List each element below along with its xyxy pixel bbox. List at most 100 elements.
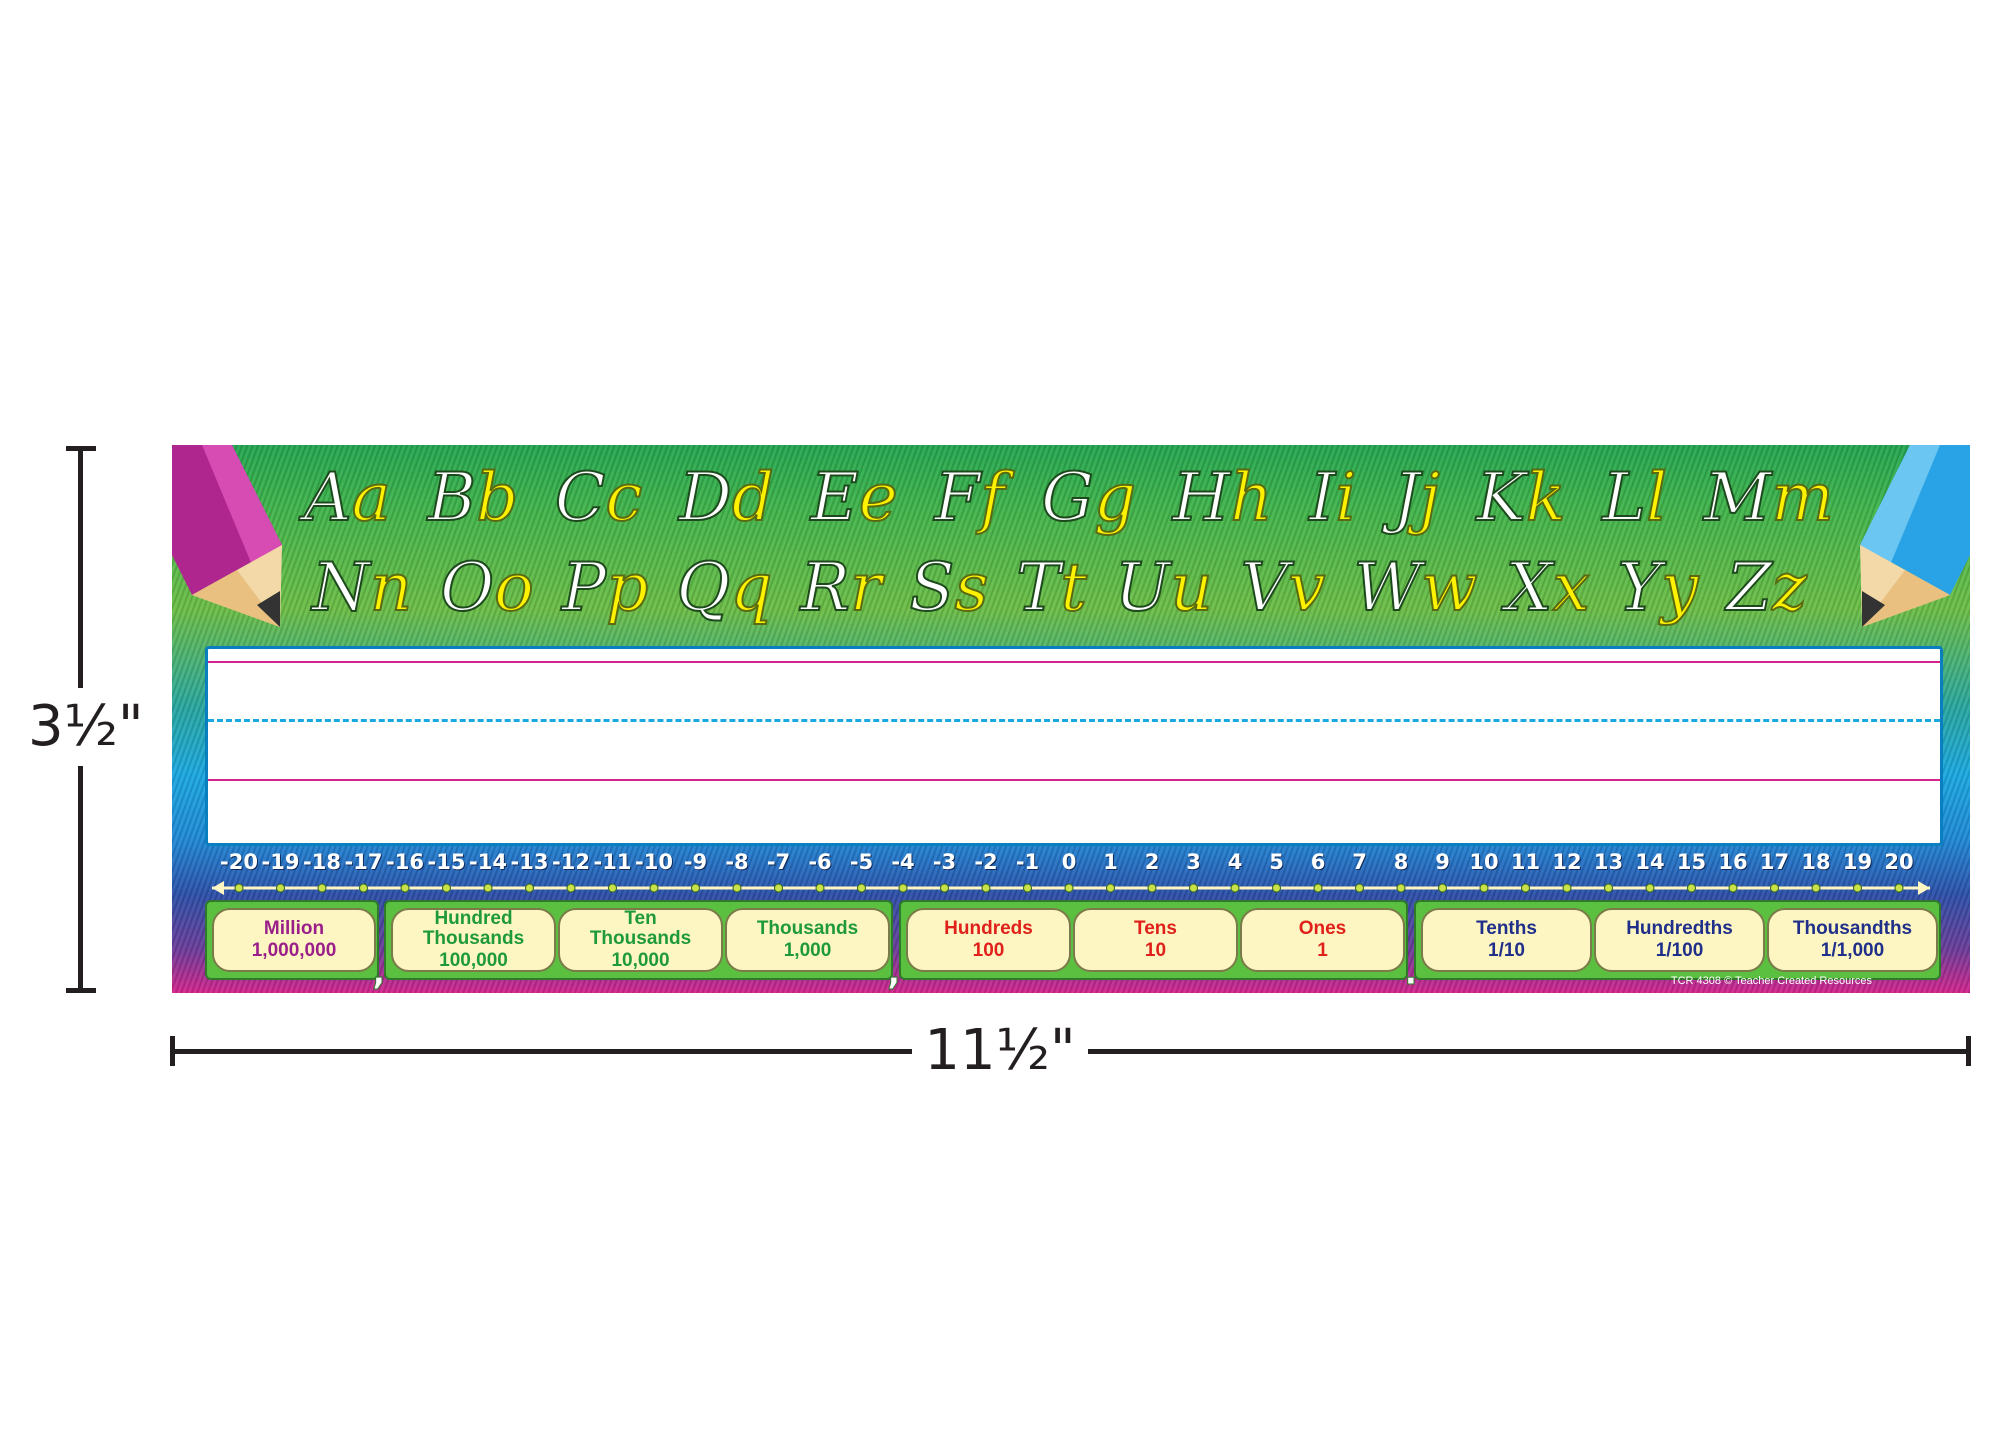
- lowercase-letter: n: [369, 549, 413, 626]
- guide-line-dashed: [208, 719, 1940, 722]
- number-line-tick: [1645, 883, 1655, 893]
- number-line-label: -19: [261, 850, 300, 874]
- number-line-tick: [1811, 883, 1821, 893]
- number-line-tick: [400, 883, 410, 893]
- number-line-label: -16: [386, 850, 424, 874]
- place-value-amount: 10: [1144, 940, 1167, 961]
- lowercase-letter: b: [475, 459, 519, 536]
- number-line-label: -11: [593, 850, 632, 874]
- number-line-tick: [815, 883, 825, 893]
- number-line-label: 12: [1552, 850, 1582, 874]
- decimal-point-separator: .: [1404, 952, 1419, 994]
- number-line-label: 7: [1352, 850, 1367, 874]
- number-line-tick: [1894, 883, 1904, 893]
- uppercase-letter: N: [311, 549, 371, 626]
- number-line-label: -15: [427, 850, 466, 874]
- uppercase-letter: Y: [1617, 549, 1663, 626]
- place-value-name: Hundredths: [1626, 918, 1733, 940]
- name-writing-area[interactable]: [205, 646, 1943, 846]
- width-dim-cap-right: [1966, 1036, 1971, 1066]
- number-line-tick: [1396, 883, 1406, 893]
- uppercase-letter: H: [1172, 459, 1232, 536]
- uppercase-letter: R: [799, 549, 851, 626]
- uppercase-letter: L: [1601, 459, 1647, 536]
- number-line-tick: [566, 883, 576, 893]
- lowercase-letter: h: [1229, 459, 1273, 536]
- number-line-label: 10: [1469, 850, 1499, 874]
- number-line-label: 18: [1801, 850, 1831, 874]
- number-line-label: 5: [1269, 850, 1284, 874]
- lowercase-letter: o: [493, 549, 535, 626]
- uppercase-letter: B: [427, 459, 477, 536]
- uppercase-letter: V: [1240, 549, 1290, 626]
- number-line: [212, 881, 1930, 895]
- number-line-tick: [1355, 883, 1364, 893]
- number-line-tick: [317, 883, 327, 893]
- comma-separator: ,: [372, 952, 387, 994]
- number-line-label: 13: [1593, 850, 1624, 874]
- uppercase-letter: O: [439, 549, 495, 626]
- number-line-tick: [442, 883, 451, 893]
- lowercase-letter: x: [1551, 549, 1590, 626]
- number-line-tick: [483, 883, 493, 893]
- uppercase-letter: T: [1015, 549, 1061, 626]
- uppercase-letter: K: [1475, 459, 1526, 536]
- uppercase-letter: A: [303, 459, 353, 536]
- place-value-name: Hundreds: [944, 918, 1033, 940]
- height-dim-cap-bottom: [66, 988, 96, 993]
- uppercase-letter: I: [1308, 459, 1336, 536]
- number-line-tick: [1313, 883, 1323, 893]
- place-value-name: Thousands: [756, 918, 859, 940]
- number-line-label: 9: [1435, 850, 1450, 874]
- place-value-name: Thousandths: [1792, 918, 1913, 940]
- lowercase-letter: j: [1418, 459, 1441, 536]
- number-line-tick: [774, 883, 783, 893]
- uppercase-letter: Q: [675, 549, 731, 626]
- number-line-label: -3: [932, 850, 957, 874]
- uppercase-letter: S: [908, 549, 955, 626]
- place-value-name: Tenths: [1476, 918, 1537, 940]
- number-line-tick: [1479, 883, 1489, 893]
- number-line-tick: [691, 883, 700, 893]
- lowercase-letter: e: [858, 459, 899, 536]
- number-line-tick: [1728, 883, 1738, 893]
- place-value-amount: 1,000: [783, 940, 832, 961]
- number-line-label: -4: [891, 850, 915, 874]
- place-value-amount: 100,000: [439, 949, 508, 971]
- number-line-tick: [981, 883, 991, 893]
- width-dimension-label: 11½": [912, 1012, 1088, 1090]
- number-line-tick: [525, 883, 534, 893]
- number-line-tick: [1272, 883, 1281, 893]
- uppercase-letter: D: [678, 459, 733, 536]
- lowercase-letter: s: [954, 549, 990, 626]
- number-line-label: 6: [1310, 850, 1326, 874]
- lowercase-letter: y: [1660, 549, 1699, 626]
- lowercase-letter: f: [979, 459, 1005, 536]
- number-line-label: 16: [1718, 850, 1748, 874]
- number-line-label: -20: [220, 850, 258, 874]
- uppercase-letter: X: [1505, 549, 1554, 626]
- number-line-tick: [1023, 883, 1032, 893]
- number-line-tick: [649, 883, 659, 893]
- number-line-label: 11: [1510, 850, 1541, 874]
- number-line-tick: [1189, 883, 1198, 893]
